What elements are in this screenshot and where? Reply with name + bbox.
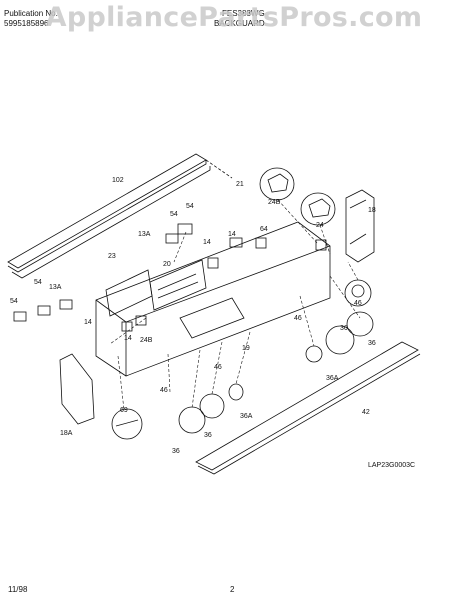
callout-14-d: 14	[124, 335, 132, 342]
callout-46-b: 46	[214, 364, 222, 371]
callout-46-circle: 46	[354, 300, 362, 307]
callout-36-d: 36	[172, 448, 180, 455]
callout-36-c: 36	[204, 432, 212, 439]
knob-detail-24B	[259, 167, 295, 201]
callout-36A-b: 36A	[240, 413, 253, 420]
callout-46-c: 46	[160, 387, 168, 394]
callout-24B-top: 24B	[268, 199, 281, 206]
callout-13A-b: 13A	[49, 284, 62, 291]
callout-23: 23	[108, 253, 116, 260]
console-panel	[95, 221, 331, 377]
callout-54-a: 54	[170, 211, 178, 218]
detail-bubble-69	[111, 408, 143, 440]
diagram-code: LAP23G0003C	[368, 462, 415, 469]
footer-date: 11/98	[8, 585, 28, 594]
section-title: BACKGUARD	[214, 19, 265, 28]
callout-54-b: 54	[186, 203, 194, 210]
callout-18: 18	[368, 207, 376, 214]
lower-trim-42	[195, 341, 421, 475]
end-bracket-18	[345, 189, 375, 263]
callout-24: 24	[316, 222, 324, 229]
callout-46-a: 46	[294, 315, 302, 322]
callout-36-b: 36	[368, 340, 376, 347]
callout-14-c: 14	[84, 319, 92, 326]
callout-14-b: 14	[228, 231, 236, 238]
callout-69: 69	[120, 407, 128, 414]
callout-21: 21	[236, 181, 244, 188]
callout-102: 102	[112, 177, 124, 184]
callout-19: 19	[242, 345, 250, 352]
footer-page-number: 2	[230, 585, 235, 594]
callout-42: 42	[362, 409, 370, 416]
callout-24B-low: 24B	[140, 337, 153, 344]
switch-components	[13, 223, 327, 332]
callout-13A-a: 13A	[138, 231, 151, 238]
watermark-logo: AppliancePartsPros.com	[45, 2, 423, 33]
end-cap-18A	[59, 353, 95, 425]
callout-20: 20	[163, 261, 171, 268]
knob-detail-24	[300, 192, 336, 226]
callout-54-d: 54	[10, 298, 18, 305]
callout-18A: 18A	[60, 430, 73, 437]
model-number: FES388WG	[222, 9, 265, 18]
dashed-leader	[205, 159, 233, 179]
overlay-19	[179, 297, 245, 339]
callout-14-a: 14	[203, 239, 211, 246]
assembly-leaders	[109, 199, 361, 411]
callout-labels: 102 21 24B 24 18 54 54 13A 14 14 64 23 2…	[10, 177, 376, 455]
display-board-23	[105, 259, 207, 317]
callout-64: 64	[260, 226, 268, 233]
callout-36A-a: 36A	[326, 375, 339, 382]
callout-36-a: 36	[340, 325, 348, 332]
publication-label: Publication No.	[4, 9, 58, 18]
publication-number: 5995185896	[4, 19, 49, 28]
callout-54-c: 54	[34, 279, 42, 286]
